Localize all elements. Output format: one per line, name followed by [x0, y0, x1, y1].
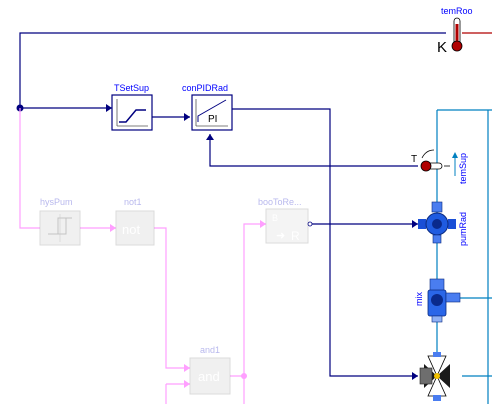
- line-temRoo-to-bus: [19, 32, 446, 108]
- hysPum-block[interactable]: hysPum: [39, 197, 81, 246]
- TSetSup-block[interactable]: TSetSup: [111, 83, 153, 131]
- booToRe-text-b: B: [272, 213, 278, 223]
- arrow-to-booToRe: [260, 220, 266, 228]
- and1-text: and: [198, 369, 220, 384]
- pump-bottom: [432, 234, 442, 244]
- arrow-to-and1-a: [184, 364, 190, 372]
- fluid-pipes: [436, 109, 492, 404]
- pump-left-stub: [418, 219, 426, 229]
- not1-frame: [115, 210, 155, 246]
- TSetSup-curve: [119, 109, 146, 123]
- arrow-to-conPID: [184, 113, 190, 121]
- line-conPID-output: [232, 108, 418, 377]
- temSup-flow-head: [452, 152, 458, 158]
- mix-side: [445, 292, 461, 303]
- pump-top: [431, 201, 443, 213]
- temSup-label: temSup: [458, 153, 468, 184]
- pumRad-pump[interactable]: pumRad: [418, 201, 468, 246]
- arrow-to-pump: [412, 220, 418, 228]
- valve-bottom-cap: [433, 395, 441, 401]
- line-temSup-feedback: [209, 134, 418, 167]
- valve-top-cap: [433, 352, 441, 357]
- mix-bottom: [431, 315, 443, 323]
- mix-top: [429, 278, 445, 292]
- temSup-T: T: [411, 154, 417, 165]
- arrow-to-valve: [412, 372, 418, 380]
- arrow-to-not1: [110, 224, 116, 232]
- valve-hub: [434, 373, 440, 379]
- arrow-to-temSup-feedback: [206, 134, 214, 140]
- temSup-bulb: [420, 160, 432, 172]
- pump-right-stub: [448, 219, 456, 229]
- booToRe-block[interactable]: booToRe... B ➜ R: [258, 197, 309, 244]
- temSup-sensor[interactable]: T temSup: [411, 149, 468, 184]
- conPID-curve: [197, 99, 227, 122]
- signal-lines: [19, 32, 446, 377]
- not1-text: not: [122, 222, 140, 237]
- hysPum-curve: [48, 217, 72, 235]
- thermometer-bulb: [451, 40, 463, 52]
- TSetSup-frame: [111, 94, 153, 131]
- line-bus-to-hysPum: [19, 108, 40, 229]
- TSetSup-label: TSetSup: [114, 83, 149, 93]
- thermometer-mercury: [455, 24, 459, 44]
- booToRe-frame: [265, 208, 309, 244]
- booToRe-arrow: ➜: [276, 230, 285, 242]
- mix-valve[interactable]: mix: [414, 278, 461, 323]
- valve-actuator: [419, 367, 433, 385]
- temRoo-sensor[interactable]: temRoo K: [437, 6, 492, 56]
- arrow-to-TSetSup: [106, 104, 112, 112]
- pump-core: [432, 219, 442, 229]
- bool-junction: [241, 373, 247, 379]
- temSup-arc: [421, 149, 435, 159]
- temRoo-unit: K: [437, 39, 447, 56]
- conPIDRad-label: conPIDRad: [182, 83, 228, 93]
- hysPum-curve2: [52, 218, 67, 235]
- hysPum-frame: [39, 210, 81, 246]
- conPID-text: PI: [208, 114, 217, 125]
- line-not1-to-and1: [154, 227, 190, 369]
- three-way-valve[interactable]: [419, 352, 450, 401]
- arrow-to-and1-b: [184, 380, 190, 388]
- and1-block[interactable]: and1 and: [189, 345, 231, 395]
- mix-core: [431, 294, 443, 306]
- not1-label: not1: [124, 197, 142, 207]
- hysPum-label: hysPum: [40, 197, 73, 207]
- booToRe-out-port: [307, 221, 313, 227]
- valve-right: [437, 364, 450, 388]
- booToRe-label: booToRe...: [258, 197, 302, 207]
- booToRe-text-r: R: [291, 229, 300, 243]
- line-and1-out: [230, 223, 266, 377]
- and1-label: and1: [200, 345, 220, 355]
- and1-frame: [189, 357, 231, 395]
- conPIDRad-block[interactable]: conPIDRad PI: [182, 83, 233, 131]
- mix-label: mix: [414, 292, 424, 306]
- pumRad-label: pumRad: [458, 212, 468, 246]
- not1-block[interactable]: not1 not: [115, 197, 155, 246]
- temRoo-label: temRoo: [441, 6, 473, 16]
